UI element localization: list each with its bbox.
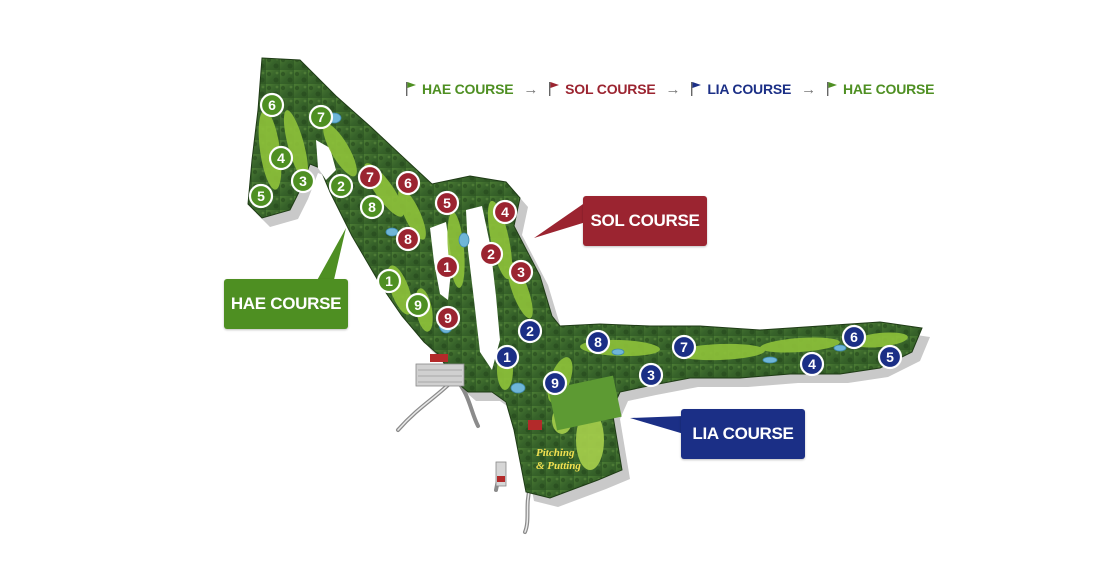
hae-course-callout-label: HAE COURSE xyxy=(230,294,342,313)
hole-number: 4 xyxy=(501,204,509,220)
flag-icon xyxy=(826,82,837,96)
lia-hole-2-marker[interactable]: 2 xyxy=(517,318,543,344)
sol-hole-9-marker[interactable]: 9 xyxy=(435,305,461,331)
hole-number: 6 xyxy=(268,97,276,113)
hae-hole-1-marker[interactable]: 1 xyxy=(376,268,402,294)
lia-hole-4-marker[interactable]: 4 xyxy=(799,351,825,377)
hae-hole-8-marker[interactable]: 8 xyxy=(359,194,385,220)
lia-course-callout-label: LIA COURSE xyxy=(692,424,794,443)
sol-hole-3-marker[interactable]: 3 xyxy=(508,259,534,285)
lia-course-callout[interactable]: LIA COURSE xyxy=(681,409,805,459)
hae-course-callout[interactable]: HAE COURSE xyxy=(224,279,348,329)
lia-hole-7-marker[interactable]: 7 xyxy=(671,334,697,360)
hole-number: 3 xyxy=(647,367,655,383)
hole-number: 1 xyxy=(503,349,511,365)
hae-hole-7-marker[interactable]: 7 xyxy=(308,104,334,130)
sol-hole-7-marker[interactable]: 7 xyxy=(357,164,383,190)
clubhouse xyxy=(415,354,542,487)
route-arrow: → xyxy=(523,80,539,98)
route-step: SOL COURSE xyxy=(548,81,656,97)
hae-hole-9-marker[interactable]: 9 xyxy=(405,292,431,318)
flag-icon xyxy=(549,82,560,96)
hole-number: 9 xyxy=(551,375,559,391)
hae-hole-4-marker[interactable]: 4 xyxy=(268,145,294,171)
flag-icon xyxy=(691,82,702,96)
hole-number: 3 xyxy=(299,173,307,189)
flag-icon xyxy=(406,82,416,96)
lia-callout-pointer xyxy=(630,416,684,434)
sol-callout-pointer xyxy=(534,202,586,238)
route-step-label: SOL COURSE xyxy=(565,81,656,97)
route-step-label: LIA COURSE xyxy=(707,81,792,97)
practice-area: Pitching & Putting xyxy=(536,375,622,472)
hole-number: 6 xyxy=(404,175,412,191)
lia-hole-8-marker[interactable]: 8 xyxy=(585,329,611,355)
lia-hole-5-marker[interactable]: 5 xyxy=(877,344,903,370)
hole-number: 8 xyxy=(404,231,412,247)
hole-number: 8 xyxy=(594,334,602,350)
sol-hole-6-marker[interactable]: 6 xyxy=(395,170,421,196)
hole-number: 3 xyxy=(517,264,525,280)
hole-number: 9 xyxy=(414,297,422,313)
hole-number: 1 xyxy=(385,273,393,289)
route-step: LIA COURSE xyxy=(690,81,791,97)
course-route: HAE COURSE → SOL COURSE → LIA COURSE → HAE COU… xyxy=(405,78,935,100)
lia-hole-9-marker[interactable]: 9 xyxy=(542,370,568,396)
practice-area-label-2: & Putting xyxy=(536,460,581,472)
hole-number: 4 xyxy=(808,356,816,372)
route-step: HAE COURSE xyxy=(826,81,935,97)
practice-area-label-1: Pitching xyxy=(536,447,575,459)
route-step-label: HAE COURSE xyxy=(422,81,514,97)
hole-number: 6 xyxy=(850,329,858,345)
hole-number: 7 xyxy=(317,109,325,125)
hae-hole-3-marker[interactable]: 3 xyxy=(290,168,316,194)
lia-hole-3-marker[interactable]: 3 xyxy=(638,362,664,388)
route-step-label: HAE COURSE xyxy=(842,81,935,97)
sol-hole-4-marker[interactable]: 4 xyxy=(492,199,518,225)
hole-number: 5 xyxy=(257,188,265,204)
hole-number: 9 xyxy=(444,310,452,326)
hole-number: 5 xyxy=(443,195,451,211)
hae-callout-pointer xyxy=(315,228,346,284)
hole-number: 7 xyxy=(680,339,688,355)
hole-number: 2 xyxy=(526,323,534,339)
hole-number: 8 xyxy=(368,199,376,215)
route-arrow: → xyxy=(665,80,681,98)
hole-number: 4 xyxy=(277,150,285,166)
sol-hole-2-marker[interactable]: 2 xyxy=(478,241,504,267)
sol-course-callout[interactable]: SOL COURSE xyxy=(583,196,707,246)
route-step: HAE COURSE xyxy=(405,81,514,97)
lia-hole-1-marker[interactable]: 1 xyxy=(494,344,520,370)
hae-hole-2-marker[interactable]: 2 xyxy=(328,173,354,199)
sol-hole-8-marker[interactable]: 8 xyxy=(395,226,421,252)
hole-number: 7 xyxy=(366,169,374,185)
sol-hole-5-marker[interactable]: 5 xyxy=(434,190,460,216)
hole-number: 1 xyxy=(443,259,451,275)
hole-number: 2 xyxy=(337,178,345,194)
sol-hole-1-marker[interactable]: 1 xyxy=(434,254,460,280)
hole-number: 2 xyxy=(487,246,495,262)
hole-number: 5 xyxy=(886,349,894,365)
sol-course-callout-label: SOL COURSE xyxy=(590,211,700,230)
hae-hole-6-marker[interactable]: 6 xyxy=(259,92,285,118)
lia-hole-6-marker[interactable]: 6 xyxy=(841,324,867,350)
route-arrow: → xyxy=(801,80,816,98)
hae-hole-5-marker[interactable]: 5 xyxy=(248,183,274,209)
